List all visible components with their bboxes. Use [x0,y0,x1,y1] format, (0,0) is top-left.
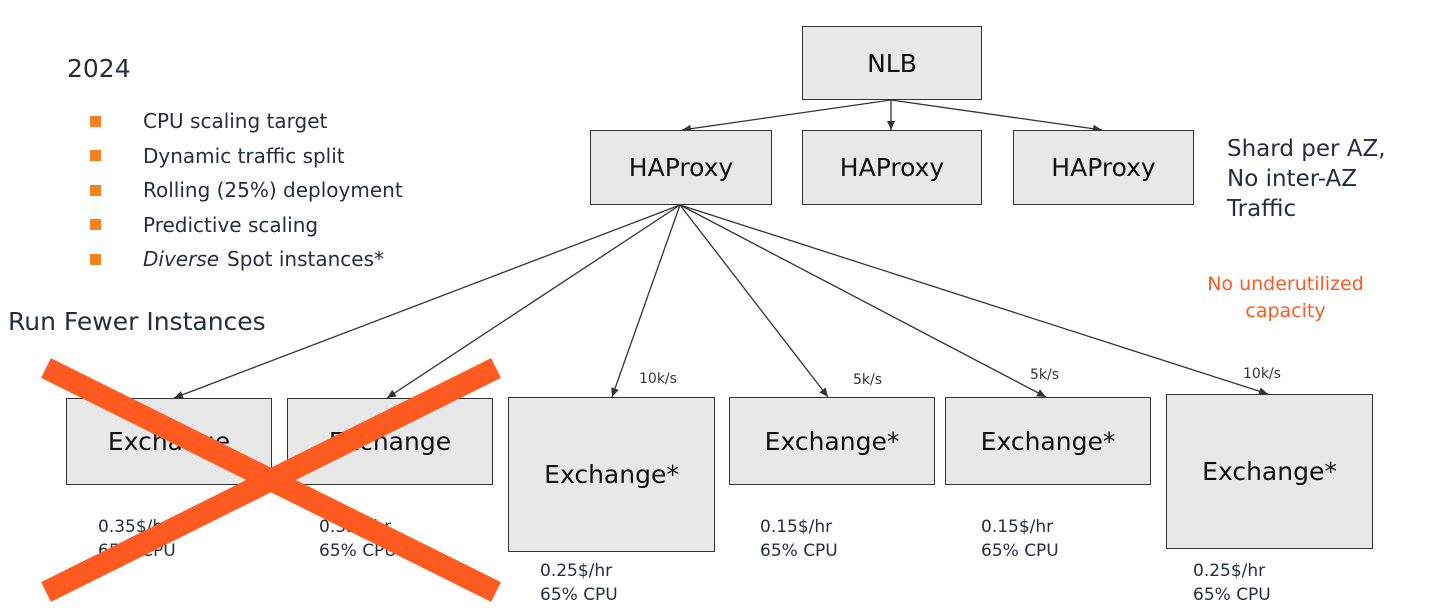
list-item: CPU scaling target [90,104,403,139]
nlb-node: NLB [802,26,982,100]
shard-note-line: No inter-AZ [1227,166,1357,192]
cpu-utilization: 65% CPU [319,541,397,561]
arrow-haproxy-exchange-5 [679,204,1047,398]
shard-note: Shard per AZ, No inter-AZ Traffic [1227,134,1386,224]
cost-label: 0.25$/hr 65% CPU [540,559,618,607]
capacity-note-line: No underutilized [1207,273,1364,295]
cost-label: 0.15$/hr 65% CPU [760,515,838,563]
cost-label: 0.15$/hr 65% CPU [981,515,1059,563]
bullet-square-icon [90,253,101,265]
throughput-label: 10k/s [1243,366,1281,382]
haproxy-node-3: HAProxy [1013,130,1194,205]
bullet-square-icon [90,150,101,162]
arrow-nlb-haproxy-3 [890,99,1103,133]
arrow-haproxy-exchange-4 [679,204,829,398]
cpu-utilization: 65% CPU [760,541,838,561]
feature-list: CPU scaling target Dynamic traffic split… [90,104,403,277]
throughput-label: 10k/s [639,371,677,387]
year-heading: 2024 [67,54,131,83]
hourly-price: 0.15$/hr [981,517,1054,537]
cost-label: 0.25$/hr 65% CPU [1193,559,1271,607]
list-item-text: Rolling (25%) deployment [143,178,403,203]
arrow-nlb-haproxy-1 [681,99,892,133]
cpu-utilization: 65% CPU [1193,585,1271,605]
list-item-text: Dynamic traffic split [143,143,345,168]
bullet-square-icon [90,115,101,127]
capacity-note: No underutilized capacity [1178,271,1393,325]
exchange-node-5: Exchange* [945,397,1151,485]
list-item: Dynamic traffic split [90,139,403,174]
bullet-square-icon [90,219,101,231]
capacity-note-line: capacity [1245,300,1326,322]
shard-note-line: Shard per AZ, [1227,136,1386,162]
exchange-node-6: Exchange* [1166,394,1373,549]
exchange-node-4: Exchange* [729,397,935,485]
arrow-haproxy-exchange-3 [611,204,681,398]
arrow-haproxy-exchange-6 [679,204,1269,396]
exchange-node-3: Exchange* [508,397,715,552]
cpu-utilization: 65% CPU [540,585,618,605]
bullet-square-icon [90,184,101,196]
list-item-text: CPU scaling target [143,109,328,134]
hourly-price: 0.15$/hr [760,517,833,537]
list-item: Rolling (25%) deployment [90,173,403,208]
list-item-text: Predictive scaling [143,212,319,237]
section-title: Run Fewer Instances [8,307,266,336]
throughput-label: 5k/s [853,372,883,388]
throughput-label: 5k/s [1030,367,1060,383]
haproxy-node-1: HAProxy [590,130,772,205]
list-item: Diverse Spot instances* [90,242,403,277]
hourly-price: 0.25$/hr [540,561,613,581]
list-item: Predictive scaling [90,208,403,243]
strike-line [41,358,501,602]
hourly-price: 0.25$/hr [1193,561,1266,581]
arrow-haproxy-exchange-1 [173,204,681,399]
haproxy-node-2: HAProxy [802,130,982,205]
arrow-haproxy-exchange-2 [386,204,681,399]
list-item-emphasis: Diverse [143,247,220,272]
cpu-utilization: 65% CPU [981,541,1059,561]
shard-note-line: Traffic [1227,196,1297,222]
list-item-text: Spot instances* [227,247,385,272]
